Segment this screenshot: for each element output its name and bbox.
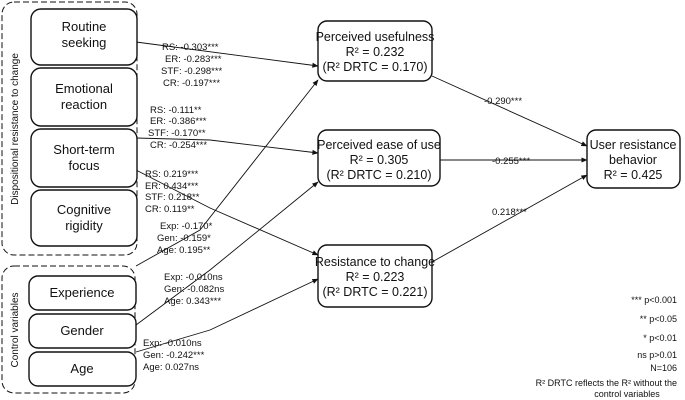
outcome-r2: R² = 0.425 (604, 168, 663, 182)
coef-usefulness-to-outcome: -0.290*** (484, 96, 522, 107)
control-group-label: Control variables (10, 292, 21, 367)
coef-resistance-rs: RS: 0.219*** (145, 169, 199, 180)
coef-ease-cr: CR: -0.254*** (150, 140, 207, 151)
coef-usefulness-rs: RS: -0.303*** (162, 42, 219, 53)
user-resistance-box: User resistance behavior R² = 0.425 (586, 129, 681, 189)
experience-label: Experience (49, 285, 114, 300)
coef-age: Exp: -0.010ns Gen: -0.242*** Age: 0.027n… (143, 338, 205, 373)
resistance-title: Resistance to change (315, 255, 435, 269)
coef-ease-stf: STF: -0.170** (148, 128, 206, 139)
dispositional-group-label: Dispositional resistance to change (10, 53, 21, 205)
coef-resistance-to-outcome: 0.218*** (492, 207, 527, 218)
coef-gender-age: Age: 0.343*** (164, 296, 221, 307)
age-label: Age (70, 361, 93, 376)
coef-gender: Exp: -0.010ns Gen: -0.082ns Age: 0.343**… (164, 272, 224, 307)
legend-p01: * p<0.01 (643, 333, 677, 343)
coef-usefulness: RS: -0.303*** ER: -0.283*** STF: -0.298*… (161, 42, 223, 89)
perceived-usefulness-box: Perceived usefulness R² = 0.232 (R² DRTC… (316, 20, 435, 82)
coef-resistance-er: ER: 0.434*** (145, 181, 199, 192)
coef-gender-gen: Gen: -0.082ns (164, 284, 224, 295)
coef-ease-to-outcome: -0.255*** (492, 156, 530, 167)
usefulness-r2-drtc: (R² DRTC = 0.170) (322, 60, 427, 74)
coef-usefulness-stf: STF: -0.298*** (161, 66, 223, 77)
outcome-title-1: User resistance (590, 138, 677, 152)
arrow-age-to-resistance (135, 278, 319, 353)
arrow-resistance-to-outcome (431, 174, 588, 263)
cognitive-rigidity-label-2: rigidity (65, 218, 103, 233)
legend-note-1: R² DRTC reflects the R² without the (536, 378, 677, 388)
gender-box: Gender (28, 313, 137, 349)
coef-experience-exp: Exp: -0.170* (160, 221, 213, 232)
arrow-gender-to-ease (135, 181, 319, 326)
coef-experience-age: Age: 0.195** (157, 245, 211, 256)
gender-label: Gender (60, 323, 104, 338)
resistance-r2-drtc: (R² DRTC = 0.221) (322, 285, 427, 299)
control-group-border (1, 265, 136, 394)
resistance-to-change-box: Resistance to change R² = 0.223 (R² DRTC… (315, 244, 435, 308)
age-box: Age (28, 351, 137, 387)
routine-seeking-label-1: Routine (62, 19, 107, 34)
outcome-title-2: behavior (609, 153, 657, 167)
emotional-reaction-box: Emotional reaction (30, 67, 138, 127)
coef-resistance-stf: STF: 0.218** (145, 192, 200, 203)
legend-p001: *** p<0.001 (631, 295, 677, 305)
coef-gender-exp: Exp: -0.010ns (164, 272, 223, 283)
coef-usefulness-cr: CR: -0.197*** (163, 78, 220, 89)
arrow-stf-to-resistance (135, 169, 319, 256)
short-term-focus-label-1: Short-term (53, 142, 114, 157)
path-arrows (135, 41, 588, 353)
coef-age-exp: Exp: -0.010ns (143, 338, 202, 349)
arrow-rs-to-usefulness (135, 41, 319, 68)
significance-legend: *** p<0.001 ** p<0.05 * p<0.01 ns p>0.01… (536, 295, 677, 399)
cognitive-rigidity-label-1: Cognitive (57, 202, 111, 217)
emotional-reaction-label-1: Emotional (55, 81, 113, 96)
coef-age-age: Age: 0.027ns (143, 362, 199, 373)
usefulness-title: Perceived usefulness (316, 30, 435, 44)
coef-usefulness-er: ER: -0.283*** (165, 54, 222, 65)
coef-resistance: RS: 0.219*** ER: 0.434*** STF: 0.218** C… (145, 169, 200, 215)
coef-ease-er: ER: -0.386*** (150, 116, 207, 127)
ease-r2: R² = 0.305 (350, 153, 409, 167)
arrow-stf-to-ease (135, 137, 319, 155)
arrow-usefulness-to-outcome (431, 75, 588, 147)
legend-n: N=106 (650, 363, 677, 373)
resistance-r2: R² = 0.223 (346, 270, 405, 284)
coef-ease-rs: RS: -0.111** (150, 105, 202, 116)
legend-p005: ** p<0.05 (640, 314, 677, 324)
legend-note-2: control variables (594, 389, 660, 399)
coef-experience: Exp: -0.170* Gen: -0.159* Age: 0.195** (157, 221, 213, 256)
coef-resistance-cr: CR: 0.119** (145, 204, 195, 215)
short-term-focus-label-2: focus (68, 158, 100, 173)
legend-ns: ns p>0.01 (637, 350, 677, 360)
dispositional-group-border (1, 1, 138, 256)
ease-title: Perceived ease of use (317, 138, 441, 152)
experience-box: Experience (28, 275, 137, 311)
coef-experience-gen: Gen: -0.159* (157, 233, 211, 244)
usefulness-r2: R² = 0.232 (346, 45, 405, 59)
arrow-experience-to-usefulness (135, 79, 319, 267)
perceived-ease-box: Perceived ease of use R² = 0.305 (R² DRT… (317, 129, 441, 187)
coef-age-gen: Gen: -0.242*** (143, 350, 205, 361)
cognitive-rigidity-box: Cognitive rigidity (30, 189, 138, 247)
short-term-focus-box: Short-term focus (30, 128, 138, 188)
ease-r2-drtc: (R² DRTC = 0.210) (326, 168, 431, 182)
routine-seeking-label-2: seeking (62, 35, 107, 50)
routine-seeking-box: Routine seeking (30, 8, 138, 66)
emotional-reaction-label-2: reaction (61, 97, 107, 112)
coef-ease: RS: -0.111** ER: -0.386*** STF: -0.170**… (148, 105, 207, 151)
